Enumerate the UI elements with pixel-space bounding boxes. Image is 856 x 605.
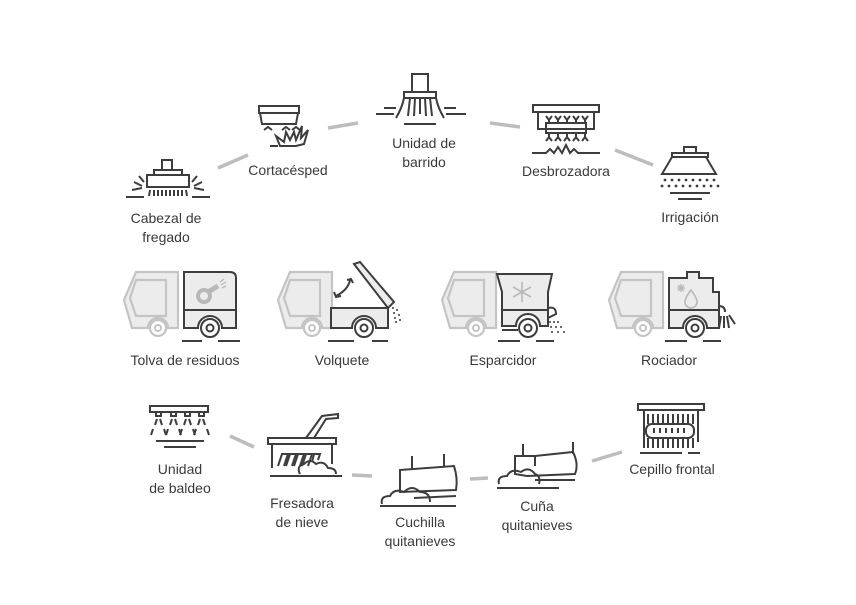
connector-line (327, 121, 359, 130)
label-rociador: Rociador (640, 352, 698, 368)
label-cortacesped: Cortacésped (248, 162, 328, 178)
front-brush-icon (637, 403, 705, 454)
label-unidad-barrido: Unidad de barrido (392, 135, 456, 170)
spreader-truck-icon (440, 270, 565, 342)
label-volquete: Volquete (314, 352, 370, 368)
snow-wedge-plow-icon (497, 442, 578, 489)
label-cuna-quitanieves: Cuña quitanieves (501, 498, 573, 533)
washing-unit-icon (149, 405, 210, 448)
connector-line (217, 153, 249, 170)
label-esparcidor: Esparcidor (469, 352, 537, 368)
snow-blower-icon (267, 412, 342, 477)
irrigation-icon (660, 146, 720, 200)
label-cabezal-fregado: Cabezal de fregado (130, 210, 202, 245)
sprayer-truck-icon (607, 270, 736, 342)
connector-line (351, 473, 373, 478)
connector-line (489, 121, 521, 129)
connector-line (229, 434, 255, 449)
connector-line (469, 476, 489, 481)
snow-plow-blade-icon (380, 454, 458, 507)
label-irrigacion: Irrigación (661, 209, 719, 225)
label-fresadora-nieve: Fresadora de nieve (270, 495, 334, 530)
connector-line (614, 148, 654, 167)
scrub-head-icon (126, 159, 210, 198)
lawn-mower-icon (258, 105, 309, 147)
label-desbrozadora: Desbrozadora (522, 163, 610, 179)
label-cepillo-frontal: Cepillo frontal (629, 461, 715, 477)
waste-hopper-truck-icon (122, 270, 240, 342)
brush-cutter-icon (532, 104, 600, 155)
label-tolva-residuos: Tolva de residuos (130, 352, 240, 368)
label-unidad-baldeo: Unidad de baldeo (149, 461, 211, 496)
sweeper-brush-icon (376, 73, 466, 125)
connector-line (591, 450, 623, 463)
label-cuchilla-quitanieves: Cuchilla quitanieves (384, 514, 456, 549)
dump-truck-icon (276, 260, 401, 342)
